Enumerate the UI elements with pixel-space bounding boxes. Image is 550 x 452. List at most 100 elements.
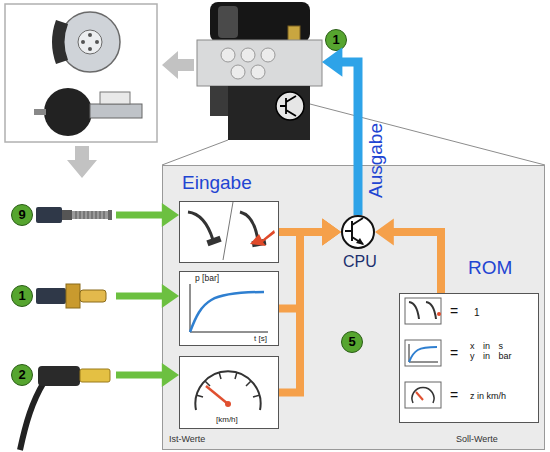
- connector-arrow: [279, 219, 341, 246]
- sensor-hex: [66, 284, 80, 308]
- emitter-arrow: [356, 238, 364, 245]
- rom-icon-box: [405, 340, 441, 366]
- connector-line: [279, 232, 326, 309]
- rom-box: ROM=1=x in s y in bar=z in km/h: [399, 293, 539, 423]
- control-unit: [228, 86, 310, 140]
- sensor-cable: [20, 382, 44, 450]
- bolt-hole: [88, 33, 92, 37]
- connector-arrow: [116, 363, 179, 387]
- unit-label: [km/h]: [216, 416, 238, 425]
- connector-arrow: [279, 219, 341, 393]
- setpoint-value: x in s y in bar: [470, 342, 514, 362]
- brake-panel: [5, 4, 157, 142]
- port: [231, 65, 245, 79]
- pressure-curve: [409, 347, 437, 362]
- pedal-icon: [240, 212, 258, 242]
- brake-booster: [44, 88, 92, 136]
- rom-icon-box: [405, 382, 441, 408]
- arrow-head: [322, 219, 341, 246]
- equals-sign: =: [450, 346, 458, 361]
- connector-arrow: [279, 219, 341, 309]
- setpoint-value: 1: [474, 307, 480, 318]
- connector-line: [279, 232, 326, 393]
- connector-line: [116, 293, 165, 300]
- arrow-head: [375, 219, 394, 246]
- port: [241, 48, 255, 62]
- switch-body: [36, 207, 62, 223]
- sensor-plug: [36, 288, 66, 304]
- speedometer-needle: [206, 386, 228, 404]
- needle-pivot: [225, 401, 231, 407]
- graph-axes: [409, 344, 438, 362]
- input-box: [km/h]: [179, 356, 279, 429]
- connector-line: [116, 212, 165, 219]
- transistor-symbol: [276, 92, 304, 120]
- bolt-hole: [81, 40, 85, 44]
- speedometer-arc: [412, 387, 434, 403]
- connector-arrow: [322, 47, 358, 215]
- sensor-tip: [80, 290, 106, 302]
- port: [221, 48, 235, 62]
- transistor-symbol: [345, 218, 363, 244]
- connector-line: [279, 228, 326, 236]
- pedal-pad: [206, 236, 221, 246]
- equals-sign: =: [450, 304, 458, 319]
- axis-label: p [bar]: [195, 274, 219, 283]
- speedometer-arc: [195, 371, 260, 410]
- pressure-sensor: 1: [10, 279, 116, 313]
- reservoir: [100, 92, 130, 104]
- rom-icon-box: [405, 298, 441, 324]
- arrow-head: [322, 219, 341, 246]
- disc-hub: [78, 30, 102, 54]
- brake-light-switch: 9: [10, 198, 116, 232]
- connector: [210, 86, 228, 116]
- sensor-tip: [80, 369, 110, 382]
- port: [261, 48, 275, 62]
- equals-sign: =: [450, 388, 458, 403]
- zoom-line: [162, 104, 545, 165]
- brake-disc: [60, 12, 120, 72]
- connector-arrow: [116, 203, 179, 227]
- transistor-lines: [280, 96, 296, 116]
- pressure-curve: [190, 292, 264, 332]
- axis-label: t [s]: [254, 335, 267, 344]
- divider: [223, 202, 233, 260]
- bolt-hole: [95, 40, 99, 44]
- switch-nut: [62, 210, 72, 220]
- setpoint-value: z in km/h: [470, 392, 506, 402]
- valve-block: [197, 40, 322, 86]
- callout-number: 9: [11, 204, 33, 226]
- callout-number: 1: [11, 285, 33, 307]
- cpu-circle: CPU: [341, 215, 375, 249]
- pushrod: [34, 109, 46, 115]
- section-heading: ROM: [468, 258, 512, 279]
- callout-number: 2: [11, 364, 33, 386]
- port: [251, 65, 265, 79]
- hydraulic-unit: 1: [197, 0, 322, 140]
- motor-highlight: [218, 6, 238, 38]
- speedometer-ticks: [196, 372, 260, 397]
- bolt-hole: [88, 47, 92, 51]
- callout-number: 5: [341, 331, 363, 353]
- sensor-body: [38, 366, 80, 386]
- cpu-label: CPU: [343, 253, 377, 271]
- edge-label: Ausgabe: [366, 123, 387, 198]
- wheel-speed-sensor: 2: [10, 357, 116, 393]
- callout-number: 1: [325, 29, 347, 51]
- speedometer-needle: [416, 392, 423, 400]
- graph-axes: [190, 284, 268, 332]
- connector-line: [390, 232, 441, 293]
- switch-tip: [108, 210, 112, 220]
- arrow-head: [322, 219, 341, 246]
- press-arrow: [250, 230, 275, 246]
- input-box: p [bar] t [s]: [179, 271, 279, 346]
- connector-line: [338, 62, 358, 215]
- pedal-pad: [252, 239, 267, 247]
- pedal-icon: [409, 302, 436, 319]
- panel-caption: Soll-Werte: [456, 435, 498, 445]
- section-heading: Eingabe: [182, 173, 252, 194]
- master-cylinder: [90, 104, 142, 118]
- flow-arrow: [162, 51, 194, 79]
